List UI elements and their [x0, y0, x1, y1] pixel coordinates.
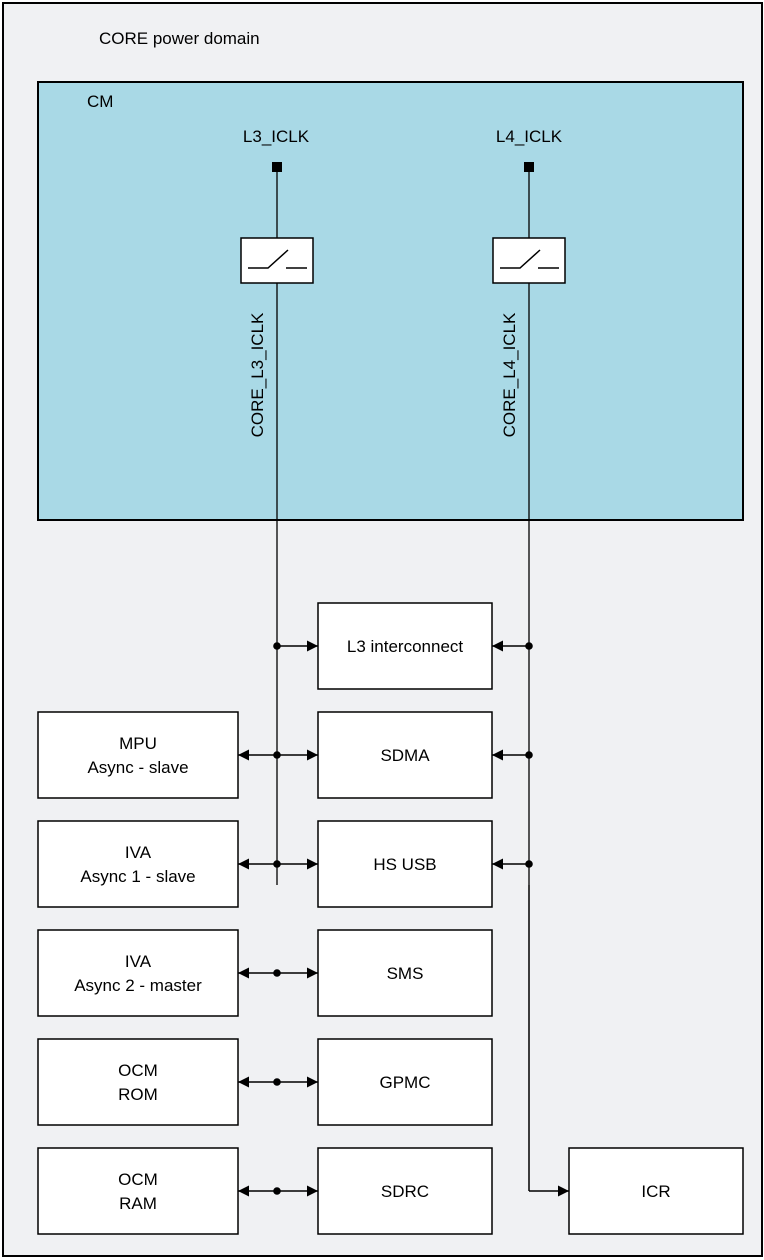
- core-l3-iclk-label: CORE_L3_ICLK: [248, 312, 267, 437]
- l4-iclk-label: L4_ICLK: [496, 127, 563, 146]
- l3-clock-connections: [277, 640, 318, 1197]
- ocm-rom-label-2: ROM: [118, 1085, 158, 1104]
- cm-title: CM: [87, 92, 113, 111]
- core-l4-iclk-label: CORE_L4_ICLK: [500, 312, 519, 437]
- icr-label: ICR: [641, 1182, 670, 1201]
- core-power-domain-title: CORE power domain: [99, 29, 260, 48]
- sdma-block: SDMA: [317, 711, 493, 799]
- gpmc-label: GPMC: [380, 1073, 431, 1092]
- sms-label: SMS: [387, 964, 424, 983]
- ocm-ram-label-2: RAM: [119, 1194, 157, 1213]
- l4-clock-connections: [492, 640, 529, 870]
- l3-iclk-terminal: [272, 162, 282, 172]
- iva-async2-label: Async 2 - master: [74, 976, 202, 995]
- iva-async2-master-block: IVA Async 2 - master: [37, 929, 239, 1017]
- l3-interconnect-block: L3 interconnect: [317, 602, 493, 690]
- ocm-ram-block: OCM RAM: [37, 1147, 239, 1235]
- cm-box: [37, 81, 744, 521]
- iva-label-1: IVA: [125, 843, 152, 862]
- iva-label-2: IVA: [125, 952, 152, 971]
- l4-junction-dots: [525, 642, 533, 868]
- mpu-async-slave-block: MPU Async - slave: [37, 711, 239, 799]
- hs-usb-block: HS USB: [317, 820, 493, 908]
- ocm-rom-label-1: OCM: [118, 1061, 158, 1080]
- l4-clock-gate-switch: [492, 237, 566, 284]
- sdma-label: SDMA: [380, 746, 430, 765]
- ocm-rom-block: OCM ROM: [37, 1038, 239, 1126]
- mpu-async-label: Async - slave: [87, 758, 188, 777]
- l3-left-connections: [238, 749, 277, 1197]
- ocm-ram-label-1: OCM: [118, 1170, 158, 1189]
- mpu-label: MPU: [119, 734, 157, 753]
- l4-iclk-terminal: [524, 162, 534, 172]
- l3-interconnect-label: L3 interconnect: [347, 637, 464, 656]
- iva-async1-slave-block: IVA Async 1 - slave: [37, 820, 239, 908]
- hs-usb-label: HS USB: [373, 855, 436, 874]
- l4-to-icr-connection: [528, 885, 569, 1197]
- gpmc-block: GPMC: [317, 1038, 493, 1126]
- icr-block: ICR: [568, 1147, 744, 1235]
- sms-block: SMS: [317, 929, 493, 1017]
- sdrc-label: SDRC: [381, 1182, 429, 1201]
- l3-junction-dots: [273, 642, 281, 1195]
- l3-clock-gate-switch: [240, 237, 314, 284]
- l3-iclk-label: L3_ICLK: [243, 127, 310, 146]
- sdrc-block: SDRC: [317, 1147, 493, 1235]
- iva-async1-label: Async 1 - slave: [80, 867, 195, 886]
